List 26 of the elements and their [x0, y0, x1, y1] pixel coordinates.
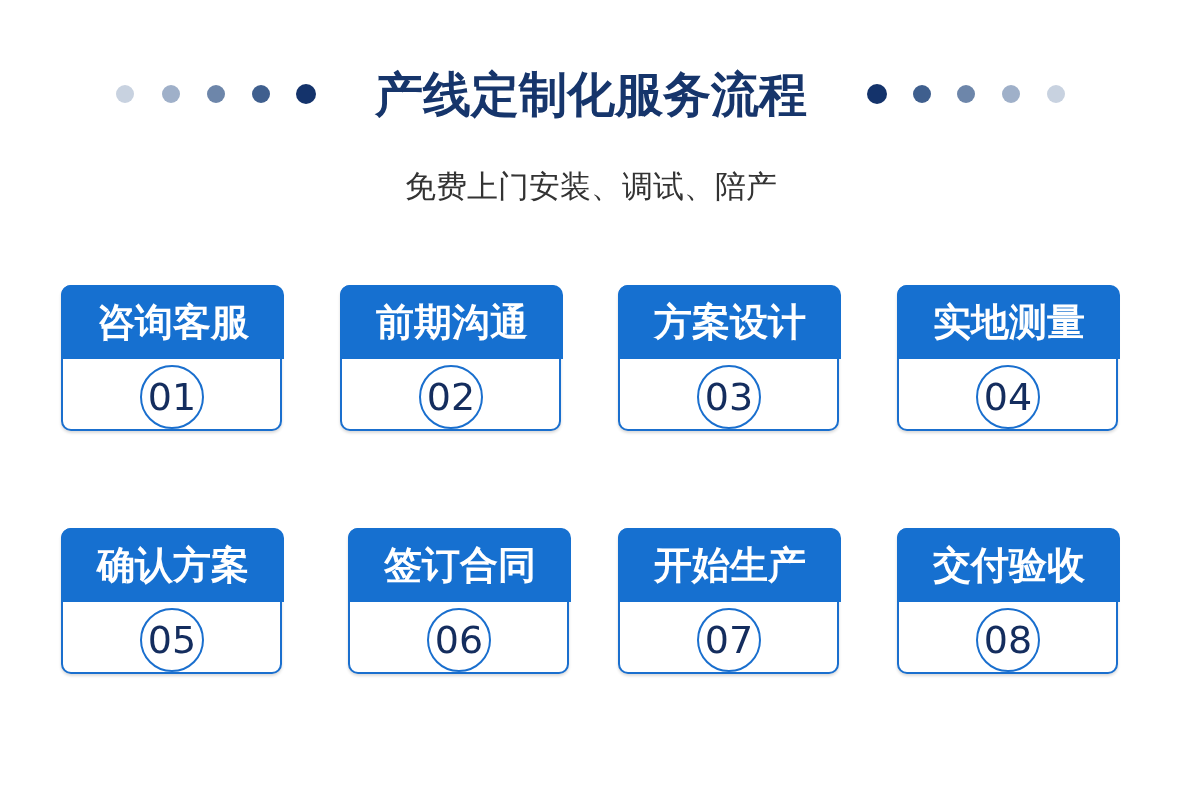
step-header: 确认方案	[61, 528, 284, 602]
step-header: 签订合同	[348, 528, 571, 602]
step-number: 01	[140, 365, 204, 429]
step-number: 06	[427, 608, 491, 672]
step-number: 02	[419, 365, 483, 429]
subtitle: 免费上门安装、调试、陪产	[404, 167, 778, 206]
step-header: 交付验收	[897, 528, 1120, 602]
step-number: 03	[697, 365, 761, 429]
step-header: 咨询客服	[61, 285, 284, 359]
step-number: 08	[976, 608, 1040, 672]
step-header: 实地测量	[897, 285, 1120, 359]
step-header: 方案设计	[618, 285, 841, 359]
step-card	[340, 285, 561, 431]
step-header: 前期沟通	[340, 285, 563, 359]
step-number: 05	[140, 608, 204, 672]
step-card	[897, 528, 1118, 674]
step-card	[897, 285, 1118, 431]
step-number: 04	[976, 365, 1040, 429]
title: 产线定制化服务流程	[374, 65, 808, 124]
step-card	[618, 285, 839, 431]
step-card	[61, 285, 282, 431]
step-card	[348, 528, 569, 674]
step-number: 07	[697, 608, 761, 672]
step-card	[61, 528, 282, 674]
step-card	[618, 528, 839, 674]
step-header: 开始生产	[618, 528, 841, 602]
